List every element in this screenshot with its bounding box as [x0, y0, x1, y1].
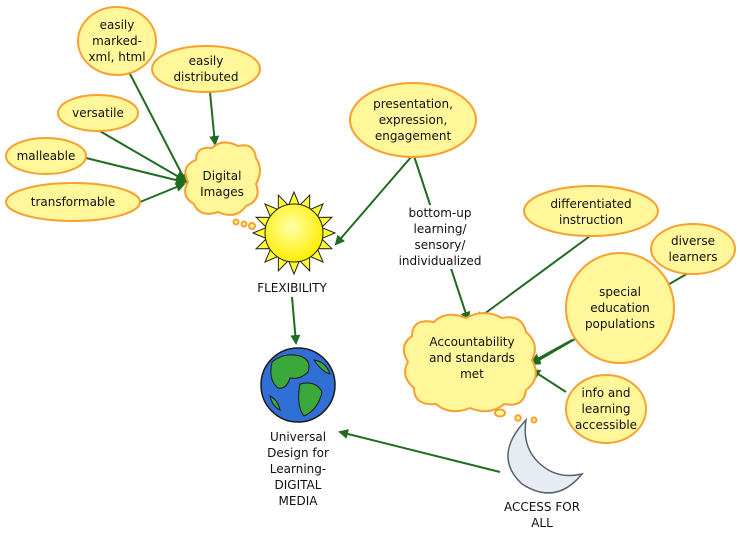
label-bottom-up: bottom-up learning/ sensory/ individuali…: [390, 205, 490, 269]
globe-icon: [260, 347, 336, 423]
arrow-distributed-to-images: [209, 91, 220, 146]
node-special-ed: [565, 252, 675, 364]
label-access: ACCESS FOR ALL: [503, 500, 581, 530]
sun-icon: [251, 190, 337, 276]
node-diverse: [650, 223, 736, 275]
label-digital-images: Digital Images: [200, 169, 244, 199]
arrow-info-to-accountability: [530, 368, 567, 393]
node-accountability: [402, 312, 538, 424]
label-info-learning: info and learning accessible: [574, 386, 638, 432]
arrow-versatile-to-images: [97, 129, 186, 182]
label-easily-marked: easily marked- xml, html: [88, 18, 146, 64]
arrow-marked-to-images: [127, 69, 187, 184]
label-diverse: diverse learners: [668, 234, 718, 264]
label-easily-distributed: easily distributed: [173, 54, 239, 84]
label-versatile: versatile: [72, 106, 124, 120]
node-transformable: [5, 182, 141, 222]
arrow-transformable-to-images: [139, 182, 186, 203]
node-digital-images: [184, 141, 261, 230]
node-presentation: [349, 82, 477, 158]
node-malleable: [5, 137, 87, 175]
arrow-flexibility-to-udl: [290, 296, 301, 345]
label-special-ed: special education populations: [584, 285, 656, 331]
node-easily-distributed: [151, 45, 261, 93]
arrow-presentation-to-sun: [334, 155, 413, 246]
arrow-differentiated-to-accountability: [474, 235, 591, 322]
arrow-malleable-to-images: [85, 157, 186, 185]
arrow-special-to-accountability: [530, 339, 573, 363]
label-udl: Universal Design for Learning- DIGITAL M…: [267, 430, 329, 508]
moon-icon: [507, 417, 584, 494]
label-flexibility: FLEXIBILITY: [257, 281, 327, 295]
node-info-learning: [565, 374, 647, 444]
label-presentation: presentation, expression, engagement: [373, 97, 453, 143]
label-transformable: transformable: [30, 195, 116, 209]
label-differentiated: differentiated instruction: [550, 197, 632, 227]
node-versatile: [57, 94, 139, 132]
connectors: [85, 69, 691, 473]
label-malleable: malleable: [16, 149, 76, 163]
label-accountability: Accountability and standards met: [429, 335, 515, 381]
node-differentiated: [523, 185, 659, 237]
node-easily-marked: [77, 6, 157, 76]
arrow-access-to-udl: [338, 429, 501, 473]
